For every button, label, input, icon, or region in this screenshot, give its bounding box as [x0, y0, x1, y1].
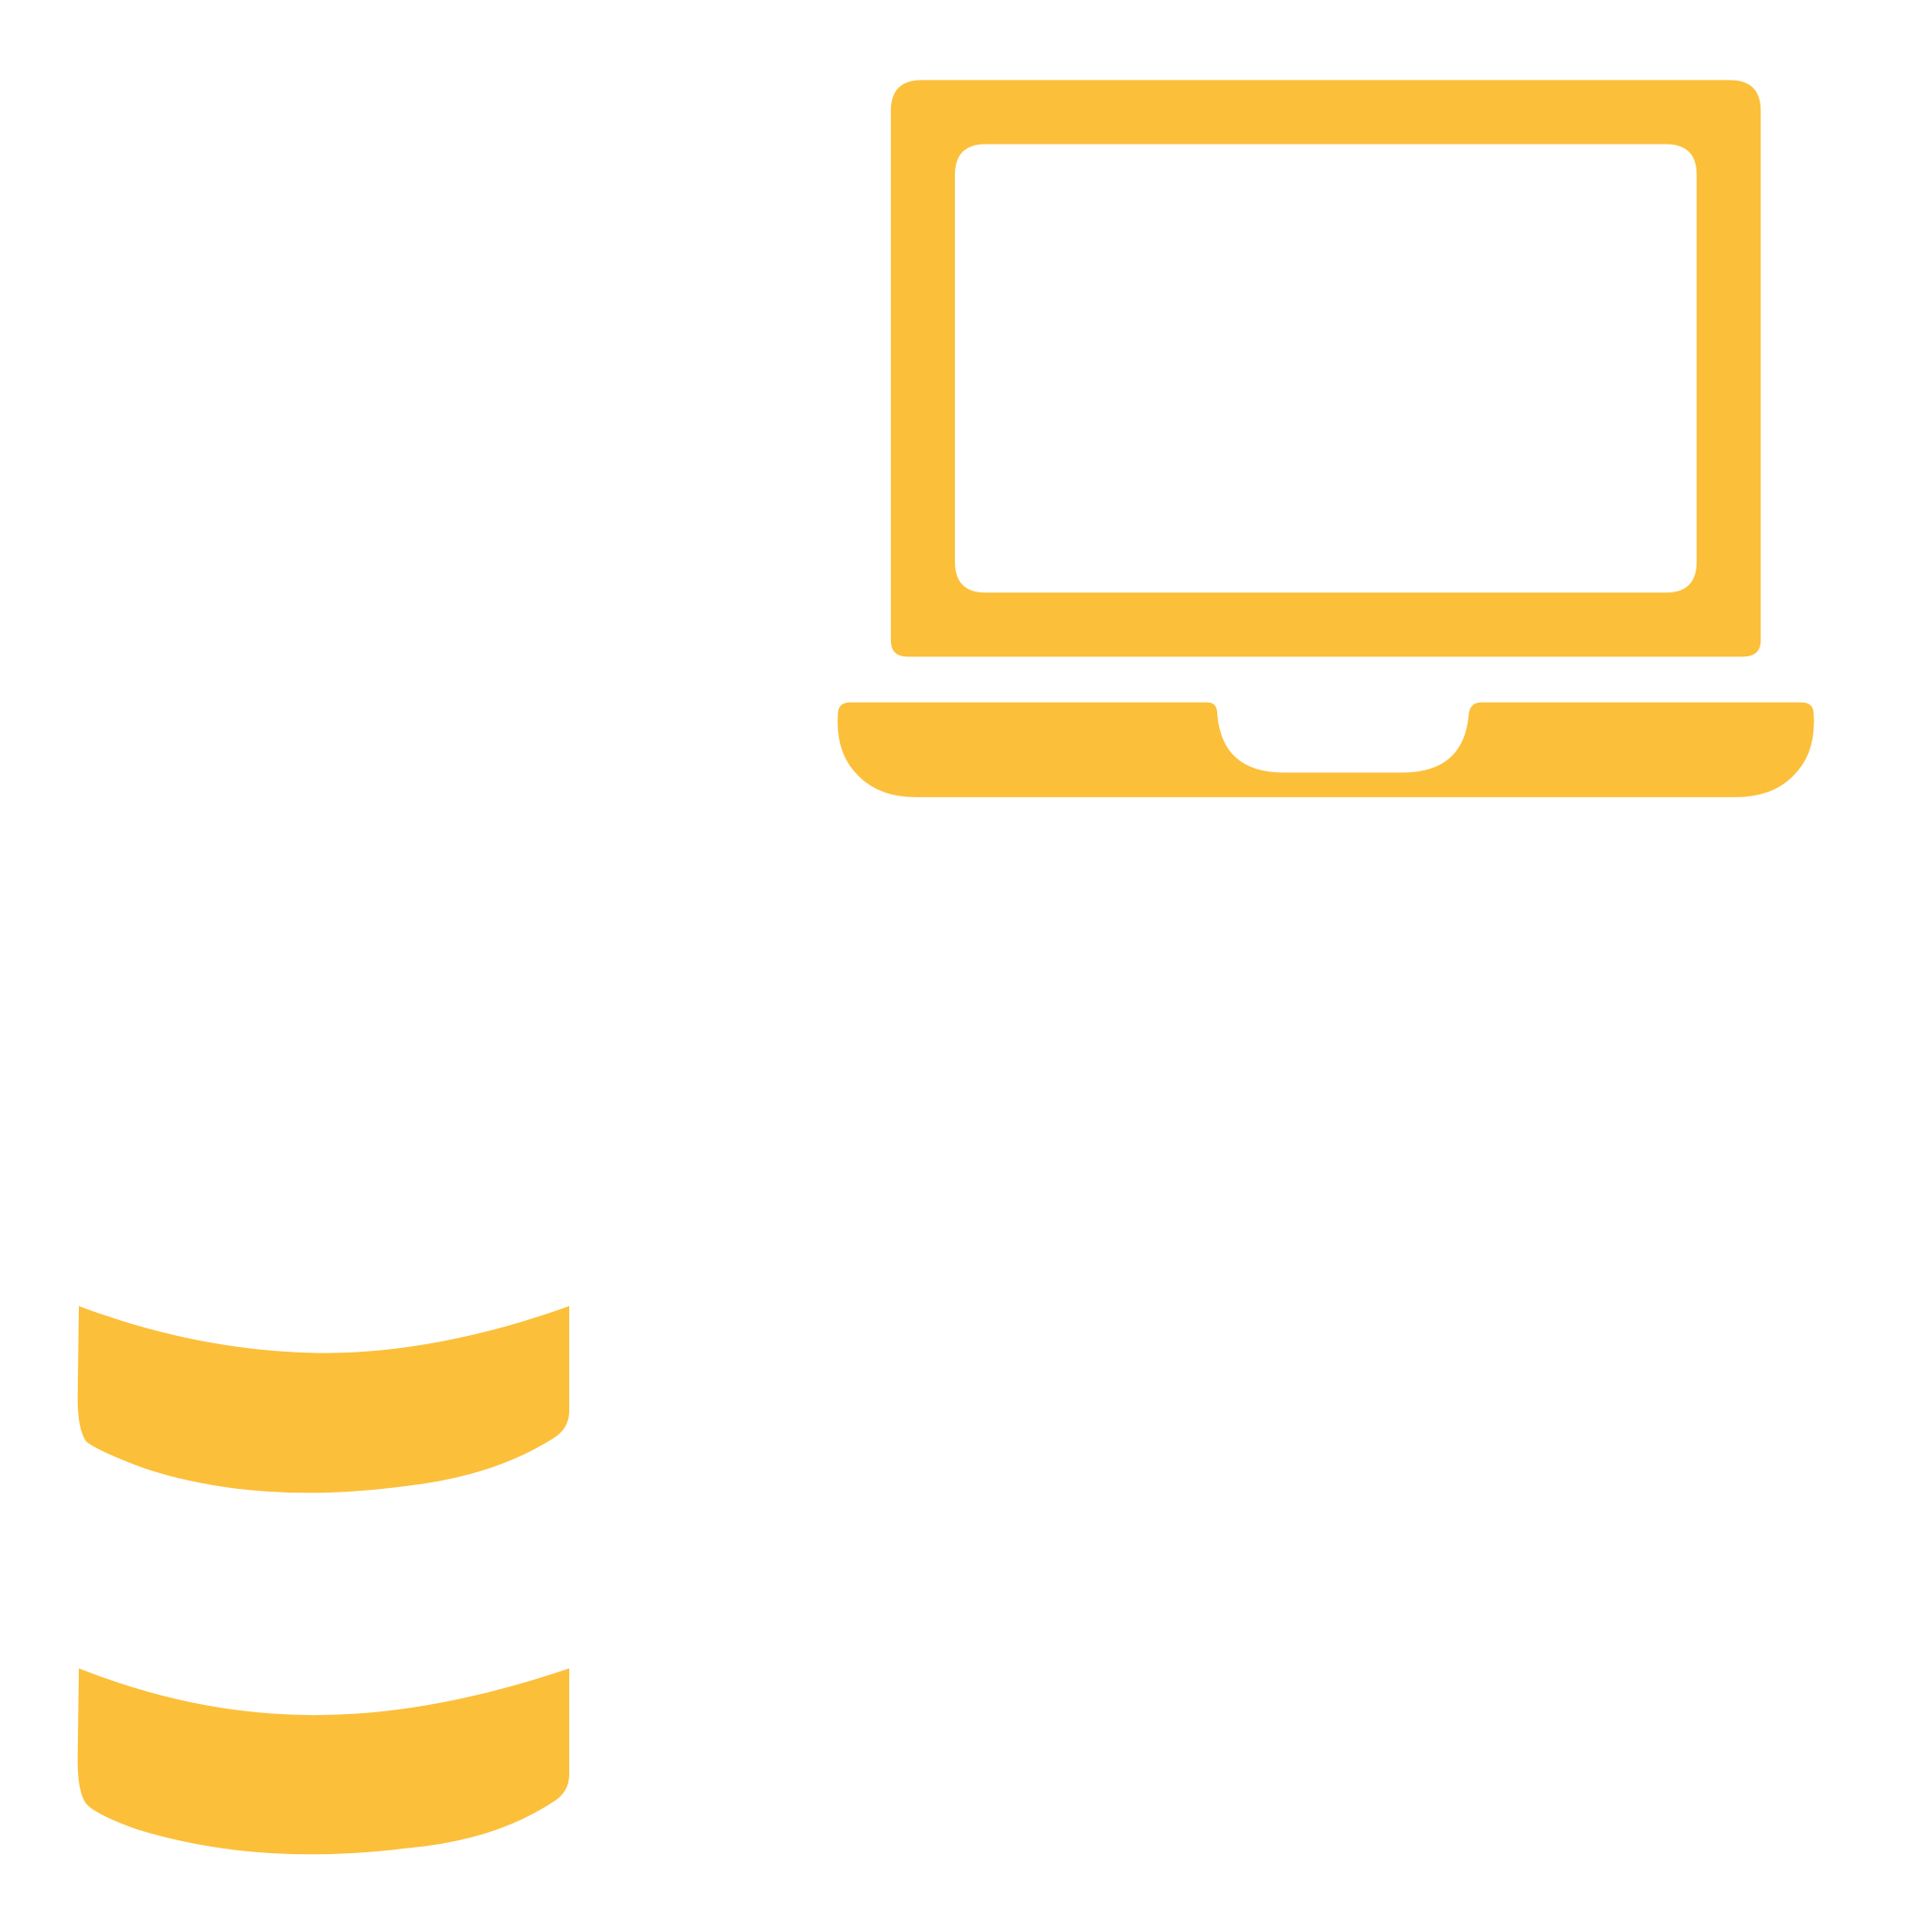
database-disk-lower — [77, 1668, 570, 1855]
laptop-screen-frame — [890, 80, 1761, 657]
database-disk-upper — [77, 1305, 570, 1493]
laptop-icon — [837, 80, 1814, 797]
laptop-base — [837, 702, 1814, 797]
database-icon — [77, 1305, 570, 1855]
